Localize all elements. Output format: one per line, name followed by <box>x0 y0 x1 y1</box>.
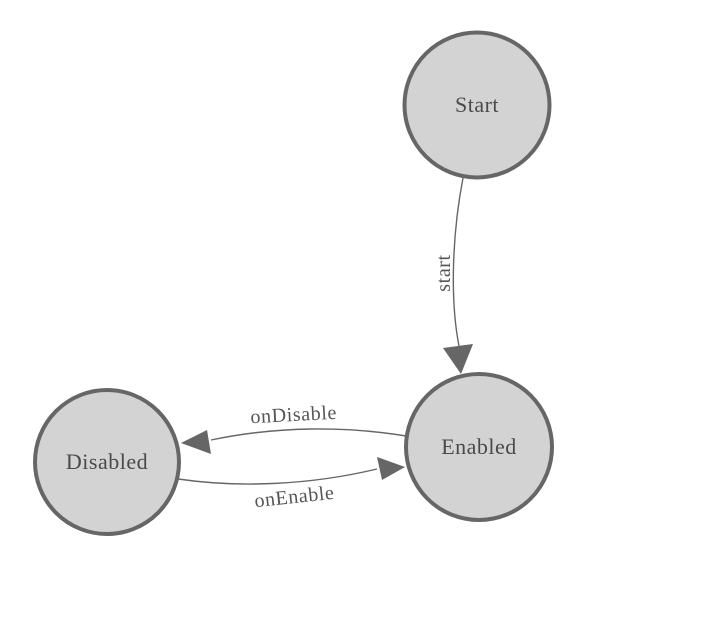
arrowhead-down-icon <box>443 344 473 374</box>
state-node-start: Start <box>402 30 552 180</box>
edge-disabled-to-enabled: onEnable <box>177 457 405 512</box>
state-node-enabled: Enabled <box>404 372 554 522</box>
state-label: Disabled <box>66 449 148 474</box>
edge-label-start: start <box>433 254 455 291</box>
arrowhead-left-icon <box>181 430 211 454</box>
state-label: Enabled <box>441 434 517 459</box>
state-label: Start <box>455 92 499 117</box>
state-circle <box>33 388 181 536</box>
edge-line <box>452 177 464 347</box>
edge-line <box>177 468 378 485</box>
edge-label-ondisable: onDisable <box>250 402 338 428</box>
edge-enabled-to-disabled: onDisable <box>181 402 407 454</box>
state-node-disabled: Disabled <box>33 388 181 536</box>
edge-start-to-enabled: start <box>433 177 473 374</box>
arrowhead-right-icon <box>377 457 405 480</box>
edge-line <box>210 428 407 441</box>
state-circle <box>402 30 552 180</box>
state-circle <box>404 372 554 522</box>
edge-label-onenable: onEnable <box>253 482 335 512</box>
